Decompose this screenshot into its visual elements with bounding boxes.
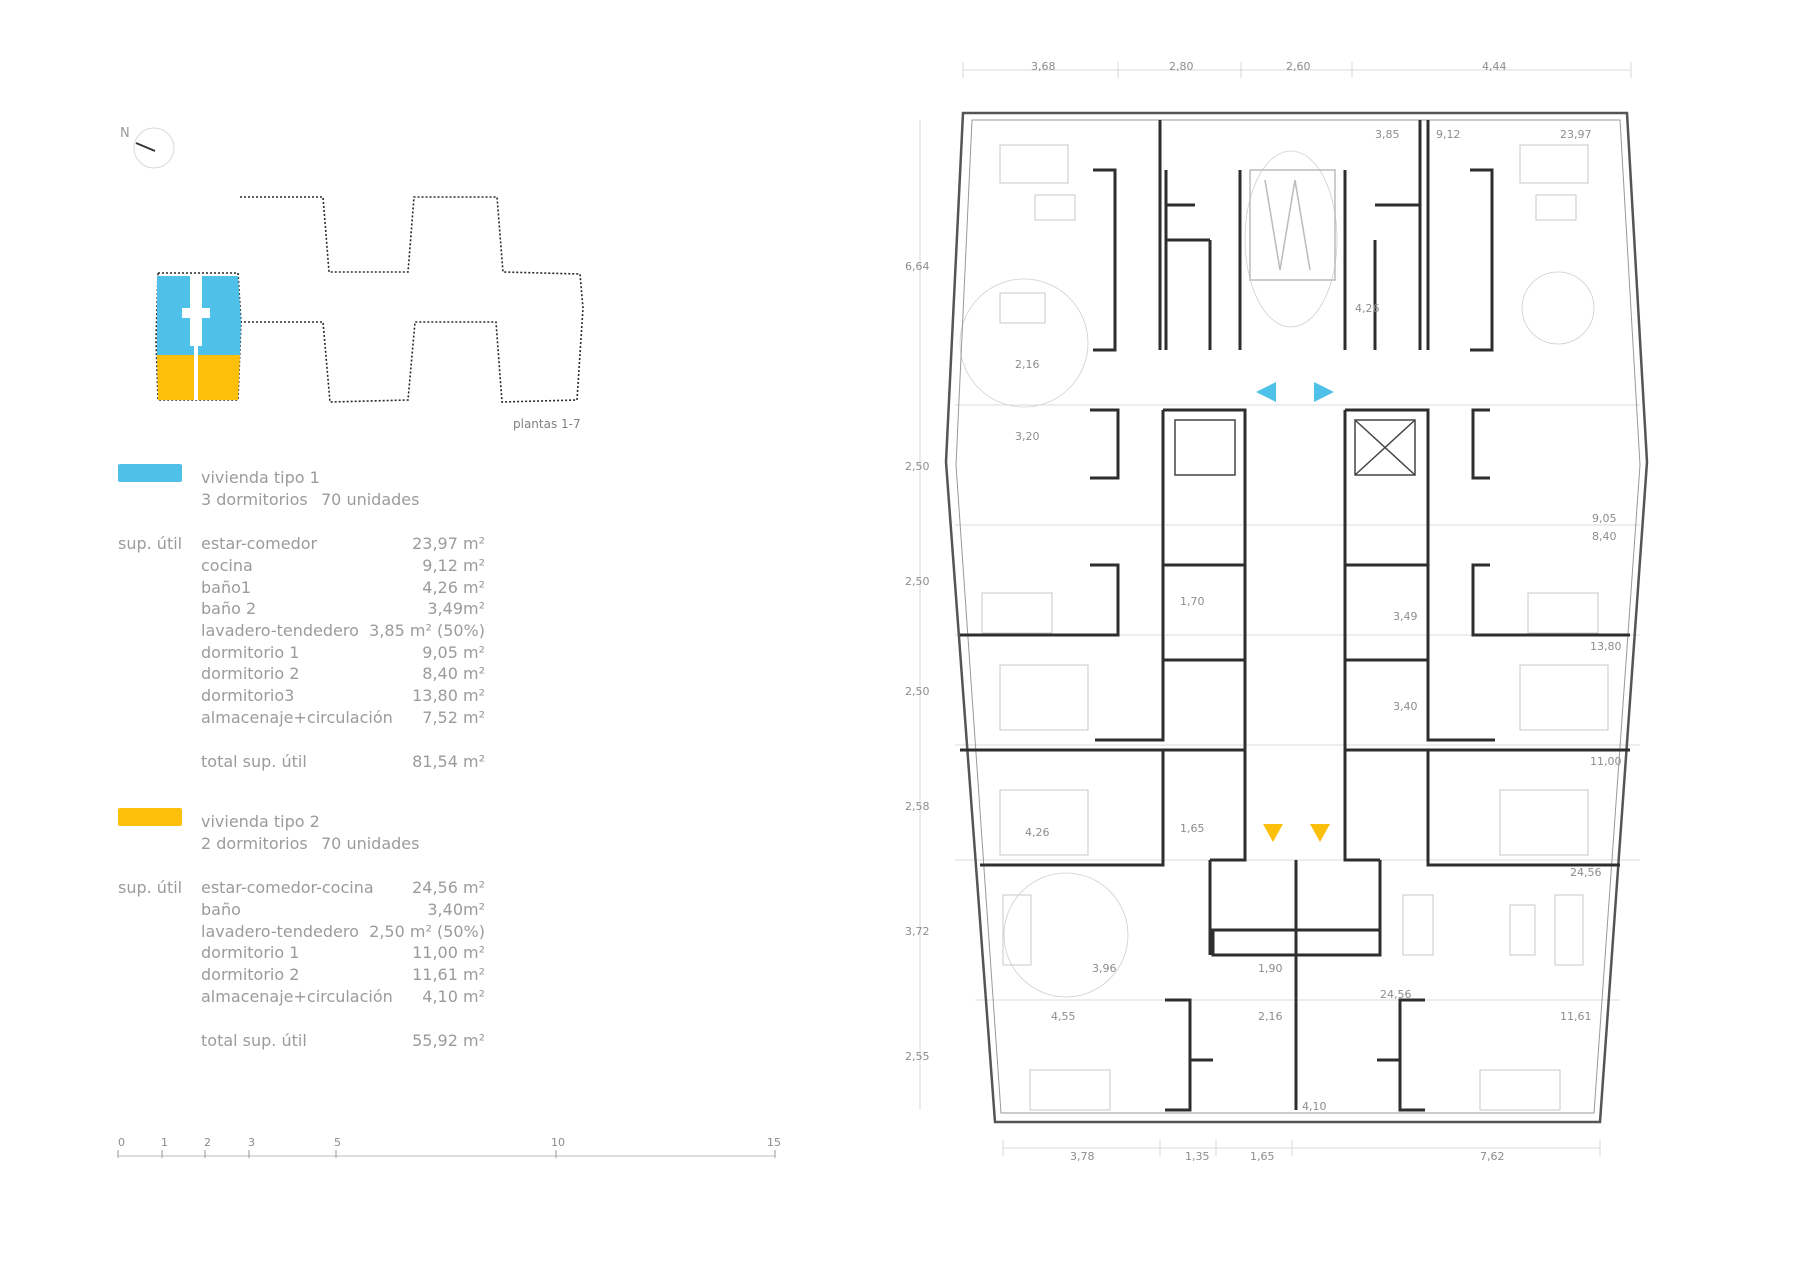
dim-label: 1,35 <box>1185 1150 1210 1163</box>
dim-label: 3,78 <box>1070 1150 1095 1163</box>
plan-room-label: 3,85 <box>1375 128 1400 141</box>
tipo1-total: 81,54 m² <box>412 752 485 771</box>
scale-tick-label: 2 <box>204 1136 211 1149</box>
room-name: cocina <box>201 556 253 575</box>
plan-room-label: 11,00 <box>1590 755 1622 768</box>
plan-room-label: 3,49 <box>1393 610 1418 623</box>
room-name: dormitorio 1 <box>201 643 300 662</box>
plan-room-label: 2,16 <box>1015 358 1040 371</box>
room-area: 3,85 m² (50%) <box>369 621 485 640</box>
key-plan-tipo2 <box>157 355 240 400</box>
tipo1-title: vivienda tipo 1 <box>201 468 320 487</box>
plan-room-label: 3,40 <box>1393 700 1418 713</box>
room-area: 23,97 m² <box>412 534 485 553</box>
plan-room-label: 23,97 <box>1560 128 1592 141</box>
tipo2-subtitle: 2 dormitorios <box>201 834 308 853</box>
dim-label: 4,44 <box>1482 60 1507 73</box>
scale-tick-label: 1 <box>161 1136 168 1149</box>
scale-tick-label: 5 <box>334 1136 341 1149</box>
room-name: baño <box>201 900 241 919</box>
tipo2-count: 70 unidades <box>321 834 420 853</box>
key-plan-label: plantas 1-7 <box>513 417 581 431</box>
tipo1-subtitle: 3 dormitorios <box>201 490 308 509</box>
room-area: 2,50 m² (50%) <box>369 922 485 941</box>
plan-room-label: 3,96 <box>1092 962 1117 975</box>
room-name: almacenaje+circulación <box>201 708 393 727</box>
plan-room-label: 4,10 <box>1302 1100 1327 1113</box>
tipo1-entrance-marker <box>1314 382 1334 402</box>
plan-room-label: 3,20 <box>1015 430 1040 443</box>
room-area: 3,49m² <box>427 599 485 618</box>
room-name: lavadero-tendedero <box>201 621 359 640</box>
tipo2-area-heading: sup. útil <box>118 878 183 897</box>
plan-room-label: 24,56 <box>1570 866 1602 879</box>
plan-room-label: 9,05 <box>1592 512 1617 525</box>
tipo1-entrance-marker <box>1256 382 1276 402</box>
room-name: baño1 <box>201 578 252 597</box>
tipo2-total: 55,92 m² <box>412 1031 485 1050</box>
room-area: 24,56 m² <box>412 878 485 897</box>
scale-tick-label: 0 <box>118 1136 125 1149</box>
dim-label: 2,58 <box>905 800 930 813</box>
tipo2-swatch <box>118 808 182 826</box>
dim-label: 2,50 <box>905 685 930 698</box>
room-area: 9,05 m² <box>422 643 485 662</box>
plan-room-label: 4,26 <box>1025 826 1050 839</box>
room-area: 13,80 m² <box>412 686 485 705</box>
room-name: estar-comedor-cocina <box>201 878 374 897</box>
dim-label: 2,50 <box>905 460 930 473</box>
tipo1-count: 70 unidades <box>321 490 420 509</box>
plan-room-label: 4,26 <box>1355 302 1380 315</box>
north-label: N <box>120 126 130 141</box>
tipo2-title: vivienda tipo 2 <box>201 812 320 831</box>
room-area: 7,52 m² <box>422 708 485 727</box>
scale-tick-label: 15 <box>767 1136 781 1149</box>
room-area: 8,40 m² <box>422 664 485 683</box>
plan-room-label: 8,40 <box>1592 530 1617 543</box>
room-area: 3,40m² <box>427 900 485 919</box>
scale-tick-label: 3 <box>248 1136 255 1149</box>
room-area: 4,26 m² <box>422 578 485 597</box>
dim-label: 2,60 <box>1286 60 1311 73</box>
tipo1-total-label: total sup. útil <box>201 752 307 771</box>
room-name: dormitorio 2 <box>201 664 300 683</box>
dim-label: 2,55 <box>905 1050 930 1063</box>
room-name: baño 2 <box>201 599 257 618</box>
room-name: lavadero-tendedero <box>201 922 359 941</box>
dim-label: 3,68 <box>1031 60 1056 73</box>
plan-room-label: 1,70 <box>1180 595 1205 608</box>
dim-label: 3,72 <box>905 925 930 938</box>
room-area: 4,10 m² <box>422 987 485 1006</box>
room-area: 11,61 m² <box>412 965 485 984</box>
plan-room-label: 13,80 <box>1590 640 1622 653</box>
dim-label: 2,50 <box>905 575 930 588</box>
room-name: estar-comedor <box>201 534 318 553</box>
plan-room-label: 24,56 <box>1380 988 1412 1001</box>
plan-room-label: 1,65 <box>1180 822 1205 835</box>
tipo2-total-label: total sup. útil <box>201 1031 307 1050</box>
plan-room-label: 4,55 <box>1051 1010 1076 1023</box>
dim-label: 1,65 <box>1250 1150 1275 1163</box>
tipo1-swatch <box>118 464 182 482</box>
room-name: almacenaje+circulación <box>201 987 393 1006</box>
plan-room-label: 9,12 <box>1436 128 1461 141</box>
room-name: dormitorio 2 <box>201 965 300 984</box>
plan-room-label: 2,16 <box>1258 1010 1283 1023</box>
scale-tick-label: 10 <box>551 1136 565 1149</box>
room-name: dormitorio 1 <box>201 943 300 962</box>
tipo2-entrance-marker <box>1263 824 1283 842</box>
dim-label: 2,80 <box>1169 60 1194 73</box>
dim-label: 6,64 <box>905 260 930 273</box>
dim-label: 7,62 <box>1480 1150 1505 1163</box>
tipo1-area-heading: sup. útil <box>118 534 183 553</box>
plan-room-label: 11,61 <box>1560 1010 1592 1023</box>
room-area: 9,12 m² <box>422 556 485 575</box>
tipo2-entrance-marker <box>1310 824 1330 842</box>
room-name: dormitorio3 <box>201 686 295 705</box>
room-area: 11,00 m² <box>412 943 485 962</box>
plan-room-label: 1,90 <box>1258 962 1283 975</box>
